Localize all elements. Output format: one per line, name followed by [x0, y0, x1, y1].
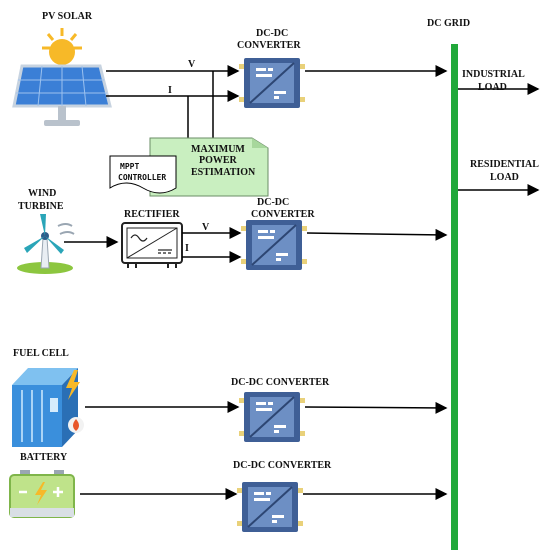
mppt-label-line1: MPPT — [120, 162, 139, 171]
mpe-label-line1: MAXIMUM — [191, 144, 245, 155]
i2-label: I — [185, 243, 189, 254]
battery-label: BATTERY — [20, 452, 68, 463]
battery-icon — [9, 470, 75, 518]
dc-grid-bus — [451, 44, 458, 550]
conv3-label: DC-DC CONVERTER — [231, 377, 330, 388]
mpe-label-line2: POWER — [199, 155, 238, 166]
wind-turbine-icon — [17, 214, 75, 274]
i1-label: I — [168, 85, 172, 96]
rectifier-label: RECTIFIER — [124, 209, 180, 220]
conv2-label-line1: DC-DC — [257, 197, 289, 208]
mppt-controller-box — [109, 155, 177, 194]
wind-label-line1: WIND — [28, 188, 56, 199]
dc-dc-converter-1-icon — [238, 57, 306, 109]
mppt-label-line2: CONTROLLER — [118, 173, 166, 182]
industrial-label-line2: LOAD — [478, 82, 507, 93]
fuel-cell-icon — [12, 368, 84, 447]
rectifier-icon — [121, 222, 183, 268]
pv-solar-label: PV SOLAR — [42, 11, 93, 22]
conv2-label-line2: CONVERTER — [251, 209, 315, 220]
conv2-out-line — [306, 228, 448, 241]
sun-solar-panel-icon — [12, 28, 112, 126]
residential-label-line2: LOAD — [490, 172, 519, 183]
dc-dc-converter-2-icon — [240, 219, 308, 271]
conv3-out-line — [304, 401, 448, 414]
conv4-label: DC-DC CONVERTER — [233, 460, 332, 471]
mpe-label-line3: ESTIMATION — [191, 167, 256, 178]
industrial-label-line1: INDUSTRIAL — [462, 69, 525, 80]
residential-label-line1: RESIDENTIAL — [470, 159, 539, 170]
conv1-label-line2: CONVERTER — [237, 40, 301, 51]
conv1-label-line1: DC-DC — [256, 28, 288, 39]
fuel-cell-label: FUEL CELL — [13, 348, 69, 359]
dc-grid-label: DC GRID — [427, 18, 470, 29]
v2-label: V — [202, 222, 210, 233]
dc-dc-converter-4-icon — [236, 481, 304, 533]
v1-label: V — [188, 59, 196, 70]
wind-label-line2: TURBINE — [18, 201, 64, 212]
dc-dc-converter-3-icon — [238, 391, 306, 443]
